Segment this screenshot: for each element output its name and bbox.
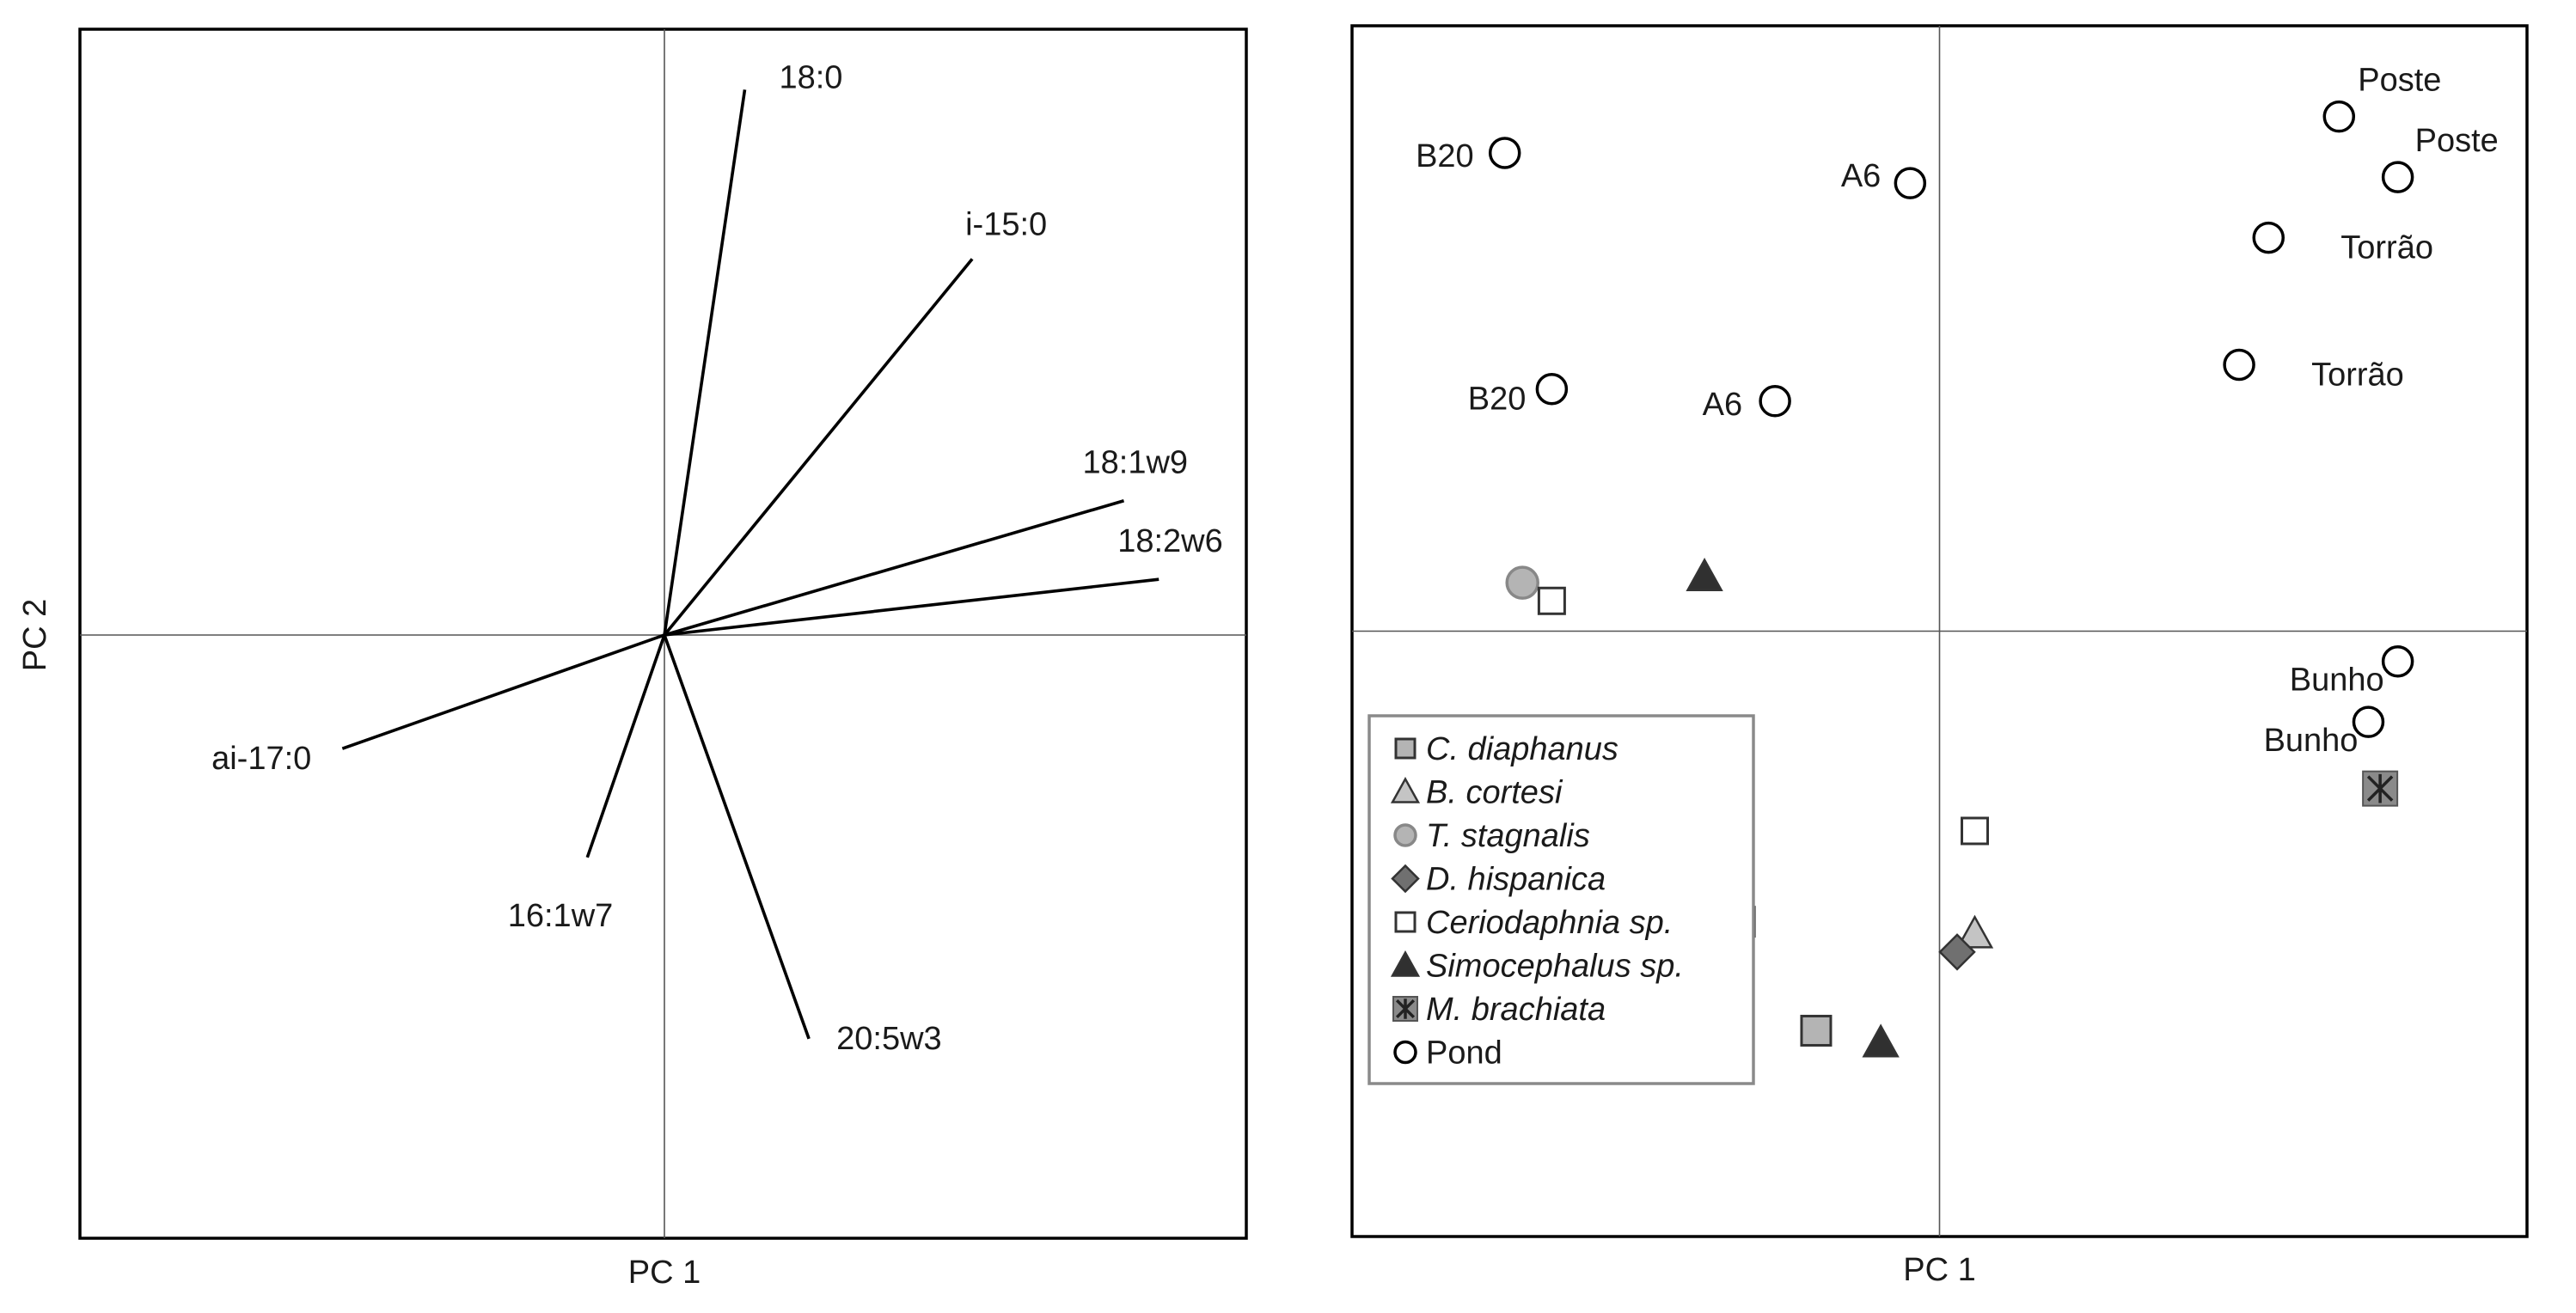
legend-item: D. hispanica bbox=[1391, 862, 1606, 898]
scatter-point-circle-open bbox=[2223, 348, 2255, 382]
scatter-point-circle-open bbox=[2352, 705, 2385, 738]
legend-marker-square-asterisk bbox=[1392, 996, 1418, 1022]
loading-vector-i-15:0 bbox=[663, 258, 974, 637]
pond-point-label: Torrão bbox=[2311, 357, 2404, 394]
loading-vector-label: 18:2w6 bbox=[1117, 523, 1223, 559]
legend: C. diaphanus B. cortesi T. stagnalis D. his… bbox=[1368, 714, 1755, 1085]
pond-point-label: A6 bbox=[1703, 387, 1742, 423]
loading-vector-18:2w6 bbox=[664, 577, 1160, 637]
pond-point-label: B20 bbox=[1416, 138, 1474, 174]
legend-marker-diamond bbox=[1391, 864, 1420, 894]
legend-item: Ceriodaphnia sp. bbox=[1394, 905, 1673, 941]
pond-point-label: Torrão bbox=[2340, 230, 2433, 266]
scatter-point-triangle bbox=[1686, 557, 1723, 591]
loading-vector-label: ai-17:0 bbox=[211, 741, 311, 777]
loading-vector-20:5w3 bbox=[663, 634, 811, 1040]
legend-item: M. brachiata bbox=[1392, 992, 1606, 1028]
loading-vector-18:1w9 bbox=[664, 499, 1125, 637]
pond-point-label: Bunho bbox=[2290, 663, 2384, 699]
legend-label: Ceriodaphnia sp. bbox=[1426, 905, 1673, 941]
scatter-point-circle-open bbox=[2381, 644, 2414, 678]
loading-vector-label: 18:1w9 bbox=[1083, 445, 1189, 481]
pond-point-label: Poste bbox=[2358, 63, 2441, 99]
legend-marker-circle-open bbox=[1393, 1040, 1417, 1065]
left-y-axis-label: PC 2 bbox=[17, 599, 53, 671]
loading-vector-label: 16:1w7 bbox=[508, 898, 614, 934]
asterisk-mark bbox=[2366, 773, 2394, 803]
loading-vector-16:1w7 bbox=[585, 634, 666, 858]
legend-items: C. diaphanus B. cortesi T. stagnalis D. his… bbox=[1390, 731, 1684, 1072]
scatter-point-circle-open bbox=[1488, 137, 1521, 169]
scatter-point-square-open bbox=[1537, 586, 1566, 615]
legend-label: Pond bbox=[1426, 1035, 1502, 1072]
scatter-point-circle-open bbox=[1535, 372, 1569, 406]
legend-box bbox=[1368, 714, 1755, 1085]
legend-label: B. cortesi bbox=[1426, 775, 1563, 811]
legend-marker-circle bbox=[1393, 823, 1417, 847]
scatter-point-circle-open bbox=[2252, 221, 2285, 254]
scatter-point-circle-open bbox=[2381, 161, 2414, 193]
pond-point-label: A6 bbox=[1841, 158, 1881, 194]
score-scatter: B20B20A6A6PostePosteTorrãoTorrãoBunhoBun… bbox=[1350, 24, 2529, 1288]
loading-vectors bbox=[341, 89, 1160, 1040]
left-plot-frame bbox=[78, 27, 1248, 1240]
legend-item: C. diaphanus bbox=[1394, 731, 1618, 767]
pond-point-labels: B20B20A6A6PostePosteTorrãoTorrãoBunhoBun… bbox=[1416, 63, 2499, 759]
scatter-point-square-asterisk bbox=[2362, 770, 2399, 807]
legend-label: T. stagnalis bbox=[1426, 818, 1590, 854]
legend-label: Simocephalus sp. bbox=[1426, 949, 1684, 985]
scatter-point-triangle bbox=[1955, 914, 1994, 949]
legend-item: T. stagnalis bbox=[1393, 818, 1590, 854]
left-x-axis-label: PC 1 bbox=[628, 1255, 701, 1291]
legend-item: Pond bbox=[1393, 1035, 1502, 1072]
legend-marker-square bbox=[1394, 737, 1416, 760]
legend-label: M. brachiata bbox=[1426, 992, 1606, 1028]
scatter-point-circle-open bbox=[2322, 100, 2356, 133]
loading-vector-label: 20:5w3 bbox=[836, 1021, 942, 1057]
legend-item: Simocephalus sp. bbox=[1390, 949, 1684, 985]
scatter-point-circle-open bbox=[1894, 167, 1927, 199]
scatter-point-square-open bbox=[1961, 816, 1990, 846]
scatter-point-circle bbox=[1505, 565, 1539, 600]
legend-label: D. hispanica bbox=[1426, 862, 1606, 898]
legend-marker-triangle bbox=[1390, 776, 1421, 803]
loading-vector-label: 18:0 bbox=[779, 59, 842, 95]
scatter-point-circle-open bbox=[1759, 385, 1791, 418]
scatter-point-diamond bbox=[1938, 933, 1976, 971]
pond-point-label: Bunho bbox=[2264, 723, 2359, 759]
legend-marker-triangle bbox=[1390, 950, 1421, 977]
pond-point-label: Poste bbox=[2415, 123, 2499, 159]
right-x-axis-label: PC 1 bbox=[1903, 1252, 1975, 1288]
asterisk-mark bbox=[1395, 998, 1416, 1019]
legend-item: B. cortesi bbox=[1390, 775, 1563, 811]
pond-point-label: B20 bbox=[1468, 382, 1527, 418]
scatter-point-square bbox=[1800, 1014, 1833, 1047]
loading-vector-18:0 bbox=[663, 89, 747, 636]
loading-vector-label: i-15:0 bbox=[965, 206, 1047, 242]
loading-biplot: 18:0 i-15:0 18:1w9 18:2w6 ai-17:0 16:1w7 20:5w… bbox=[17, 27, 1248, 1291]
legend-label: C. diaphanus bbox=[1426, 731, 1618, 767]
loading-vector-labels: 18:0 i-15:0 18:1w9 18:2w6 ai-17:0 16:1w7 20:5w… bbox=[211, 59, 1223, 1056]
legend-marker-square-open bbox=[1394, 911, 1416, 933]
scatter-point-triangle bbox=[1862, 1023, 1900, 1058]
loading-vector-ai-17:0 bbox=[341, 633, 665, 750]
